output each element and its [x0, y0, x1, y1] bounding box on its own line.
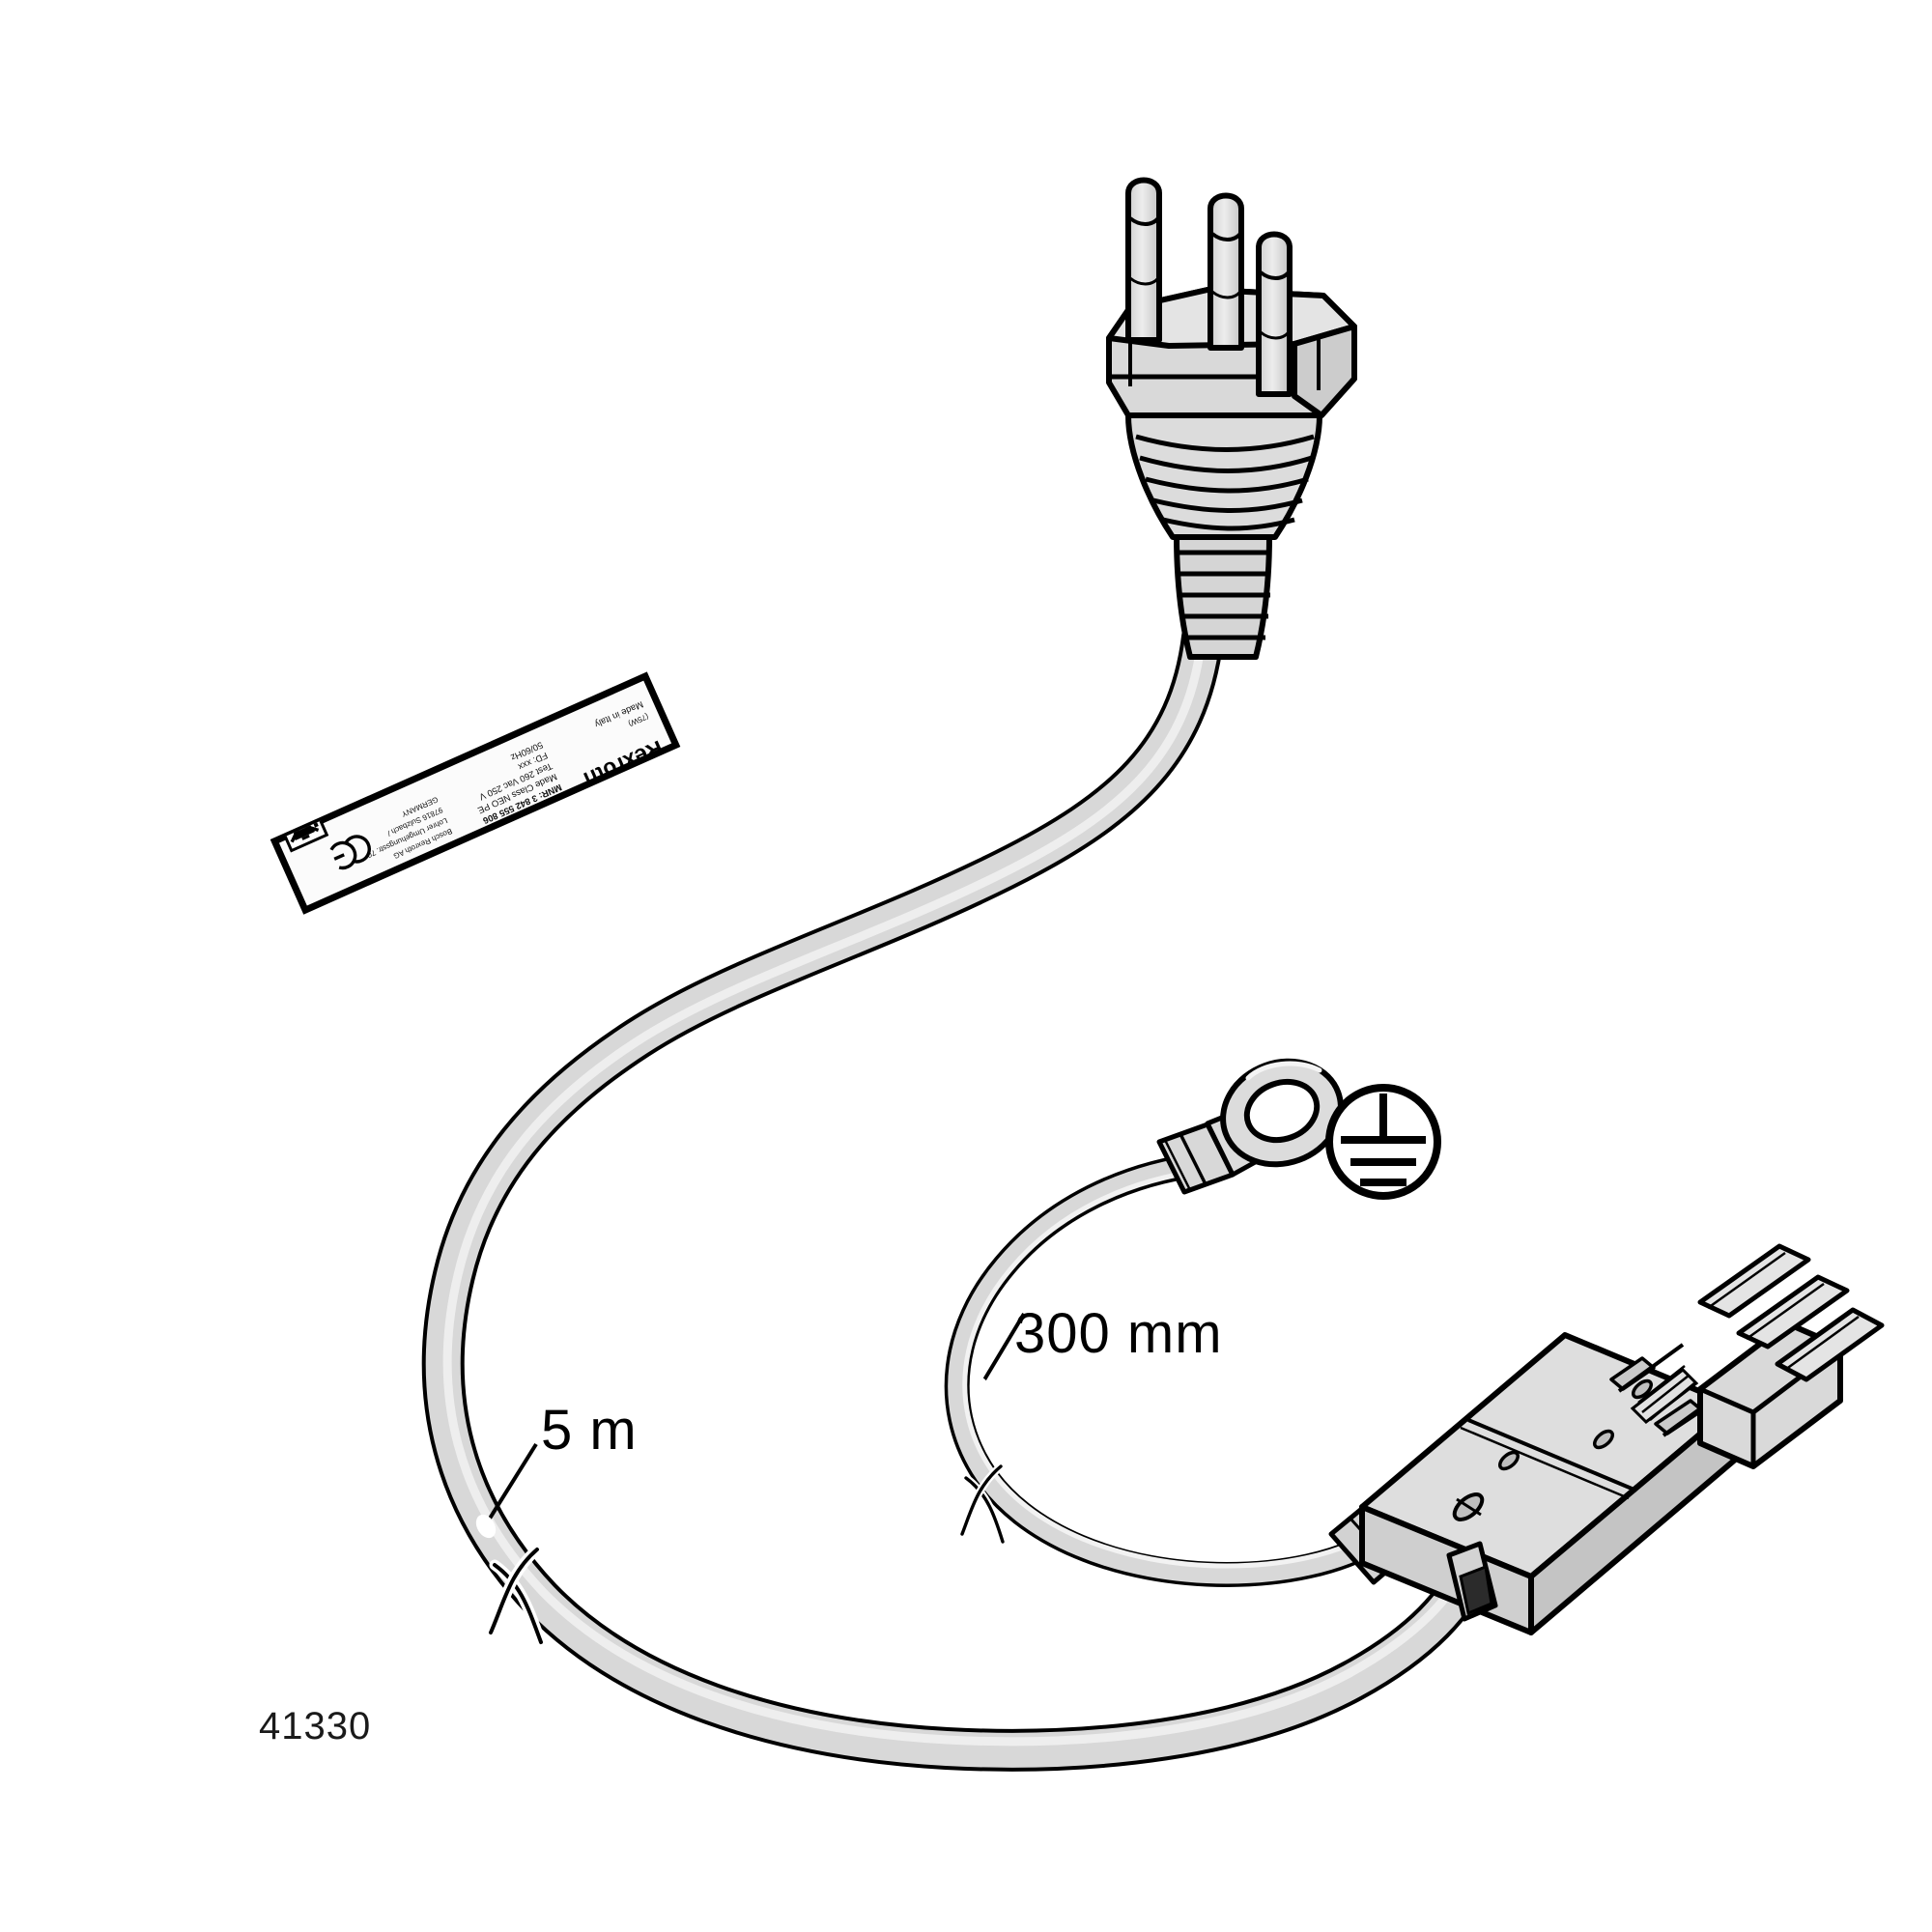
cable-break-mark — [485, 1544, 547, 1648]
plug-pin-left — [1125, 177, 1162, 343]
plug-strain-relief — [1174, 533, 1272, 660]
plug-body-flare — [1125, 412, 1322, 540]
plug-pin-right — [1256, 231, 1293, 397]
cable-break-mark — [958, 1463, 1007, 1546]
mains-plug — [1106, 177, 1357, 660]
main-cable — [421, 616, 1499, 1772]
product-label: Rexroth (75W) Made in Italy MNR: 3 842 5… — [270, 671, 681, 915]
dimension-300mm: 300 mm — [972, 1302, 1223, 1399]
connector-blade-pins — [1697, 1243, 1885, 1382]
dimension-5m: 5 m — [475, 1399, 638, 1539]
connector-contact-comb — [1630, 1365, 1699, 1424]
protective-earth-icon — [1325, 1084, 1441, 1200]
plug-pins — [1125, 177, 1293, 397]
device-connector — [1328, 1243, 1885, 1635]
ring-terminal-lug — [1156, 1058, 1344, 1195]
dimension-5m-label: 5 m — [541, 1399, 638, 1462]
dimension-300mm-label: 300 mm — [1014, 1302, 1223, 1365]
ce-mark-icon — [329, 835, 371, 870]
plug-head — [1106, 287, 1357, 418]
figure-number: 41330 — [259, 1705, 371, 1747]
ground-lead-cable — [944, 1151, 1389, 1588]
plug-pin-middle — [1208, 192, 1244, 351]
connector-latch — [1446, 1541, 1498, 1622]
